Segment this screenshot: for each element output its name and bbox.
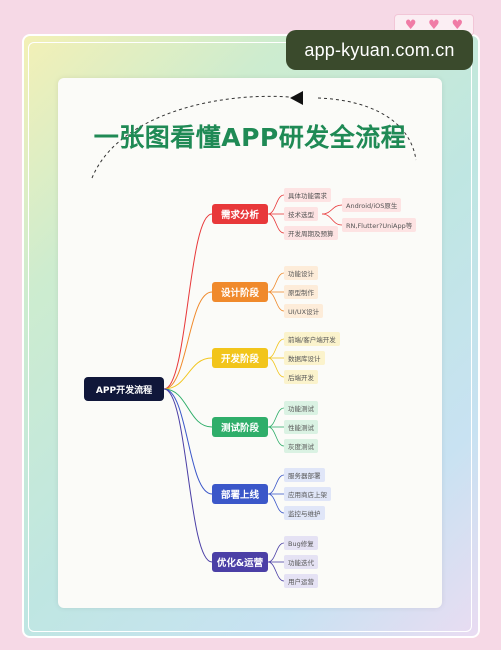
- item-node: 服务器部署: [284, 468, 325, 482]
- item-line: [267, 426, 285, 447]
- watermark-badge: app-kyuan.com.cn: [286, 30, 473, 70]
- stage-node: 开发阶段: [212, 348, 268, 368]
- content-card: [58, 78, 442, 608]
- sub-line: [321, 213, 343, 226]
- dashed-arc-left: [91, 95, 301, 179]
- item-node: UI/UX设计: [284, 304, 324, 318]
- sub-item-node: RN,Flutter?UniApp等: [342, 218, 417, 232]
- heart-icon: ♥: [428, 17, 440, 33]
- item-line: [267, 291, 285, 312]
- branch-line: [163, 388, 213, 563]
- item-node: 监控与维护: [284, 506, 325, 520]
- stage-node: 测试阶段: [212, 417, 268, 437]
- sub-line: [321, 204, 343, 215]
- arrow-icon: [290, 91, 303, 105]
- item-node: 功能设计: [284, 266, 318, 280]
- item-line: [267, 407, 285, 428]
- branch-line: [163, 388, 213, 428]
- item-node: 性能测试: [284, 420, 318, 434]
- branch-line: [163, 388, 213, 495]
- item-line: [267, 561, 285, 582]
- item-node: 功能测试: [284, 401, 318, 415]
- item-node: 前端/客户端开发: [284, 332, 340, 346]
- item-line: [267, 272, 285, 293]
- stage-node: 优化&运营: [212, 552, 268, 572]
- item-node: 技术选型: [284, 207, 318, 221]
- item-node: 后端开发: [284, 370, 318, 384]
- branch-line: [163, 357, 213, 390]
- item-node: 功能迭代: [284, 555, 318, 569]
- branch-line: [163, 213, 213, 390]
- stage-node: 需求分析: [212, 204, 268, 224]
- watermark-text: app-kyuan.com.cn: [304, 39, 455, 60]
- item-node: 应用商店上架: [284, 487, 331, 501]
- dashed-arc-right: [317, 97, 417, 161]
- item-line: [267, 474, 285, 495]
- item-line: [267, 357, 285, 378]
- item-line: [267, 213, 285, 234]
- page-title: 一张图看懂APP研发全流程: [93, 123, 407, 152]
- heart-icon: ♥: [404, 17, 417, 33]
- root-node: APP开发流程: [84, 377, 164, 401]
- branch-line: [163, 291, 213, 390]
- stage-node: 部署上线: [212, 484, 268, 504]
- item-node: 用户运营: [284, 574, 318, 588]
- item-line: [267, 542, 285, 563]
- item-line: [267, 493, 285, 514]
- item-line: [267, 194, 285, 215]
- item-node: 数据库设计: [284, 351, 325, 365]
- item-node: 原型制作: [284, 285, 318, 299]
- item-node: 具体功能需求: [284, 188, 331, 202]
- item-node: Bug修复: [284, 536, 318, 550]
- item-node: 灰度测试: [284, 439, 318, 453]
- item-line: [267, 338, 285, 359]
- inner-frame: [28, 42, 472, 632]
- stage-node: 设计阶段: [212, 282, 268, 302]
- item-node: 开发周期及预算: [284, 226, 338, 240]
- heart-icon: ♥: [451, 17, 464, 33]
- sub-item-node: Android/iOS原生: [342, 198, 402, 212]
